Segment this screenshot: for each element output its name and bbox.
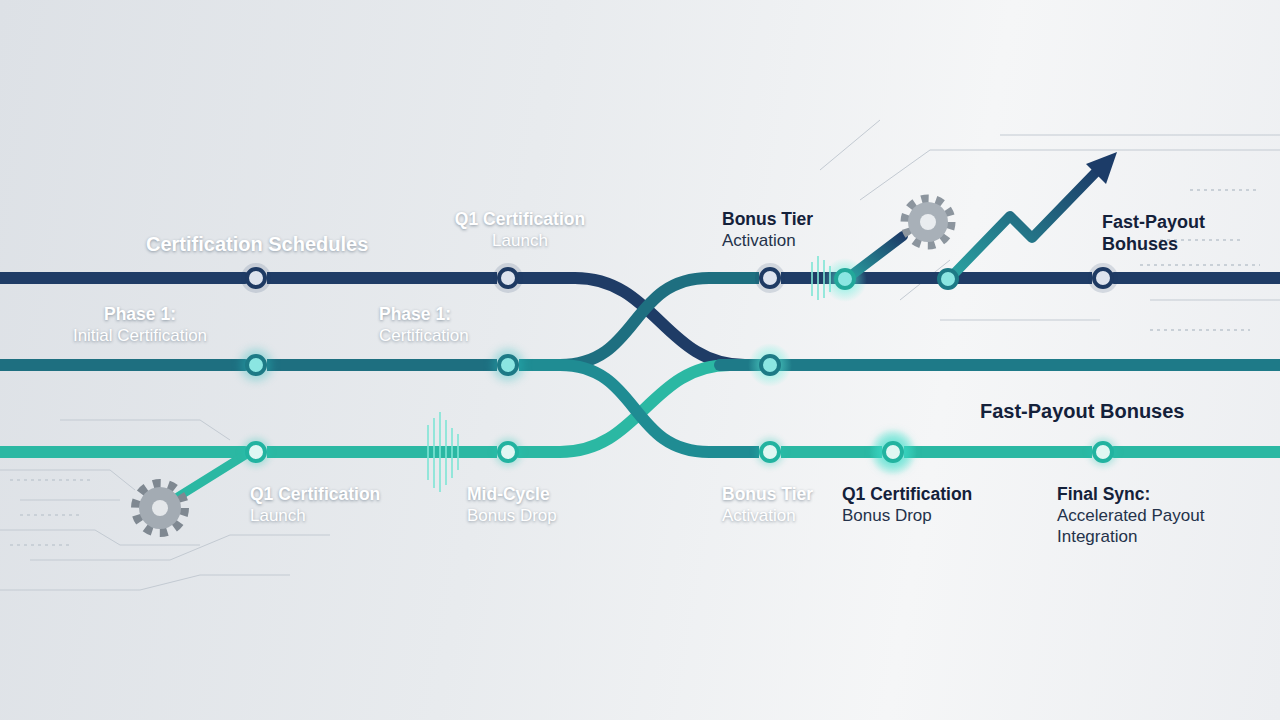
glitch-tick <box>428 412 458 492</box>
milestone-detail: Certification <box>379 325 539 346</box>
gear-teeth <box>136 484 184 532</box>
circuit-line <box>1000 135 1280 136</box>
track-line <box>1114 446 1280 458</box>
milestone-text: Fast-Payout Bohuses <box>1102 211 1214 255</box>
milestone-node: Bonus TierActivation <box>759 267 781 289</box>
milestone-node: Q1 CertificationLaunch <box>497 267 519 289</box>
milestone-detail: Activation <box>722 230 882 251</box>
gear-hole <box>920 214 936 230</box>
milestone-text: Bonus TierActivation <box>722 484 842 526</box>
milestone-node: Q1 CertificationLaunch <box>245 441 267 463</box>
milestone-node: Fast-Payout Bohuses <box>1092 267 1114 289</box>
milestone-dot <box>939 270 957 288</box>
circuit-line <box>0 470 135 490</box>
circuit-line <box>20 500 120 501</box>
circuit-line <box>1150 300 1280 301</box>
milestone-heading: Q1 Certification <box>842 484 1012 505</box>
milestone-text: Phase 1:Certification <box>379 304 539 346</box>
milestone-heading: Bonus Tier <box>722 484 842 505</box>
track-line <box>0 446 245 458</box>
circuit-dash <box>1190 189 1260 191</box>
track-connector <box>519 365 759 452</box>
circuit-line <box>60 420 230 440</box>
gear-icon <box>905 199 951 245</box>
milestone-heading: Mid-Cycle <box>467 484 607 505</box>
milestone-detail: Initial Certification <box>40 325 240 346</box>
circuit-lines <box>0 120 1280 590</box>
glitch-ticks <box>428 256 830 492</box>
track-line <box>1114 272 1280 284</box>
track-crossing <box>519 365 730 452</box>
circuit-line <box>0 575 290 590</box>
circuit-dash <box>1140 264 1260 266</box>
gear-teeth <box>905 199 951 245</box>
gear-body <box>908 202 948 242</box>
milestone-heading: Final Sync: <box>1057 484 1222 505</box>
gear-body <box>139 487 181 529</box>
track-connector <box>519 278 759 365</box>
track-connector <box>904 446 1092 458</box>
track-line <box>0 359 245 371</box>
track-line <box>720 359 1280 371</box>
milestone-heading: Bonus Tier <box>722 209 882 230</box>
track-connector <box>267 359 497 371</box>
track-label: Fast-Payout Bonuses <box>980 399 1184 423</box>
circuit-line <box>30 535 330 560</box>
milestone-detail: Launch <box>250 505 420 526</box>
milestone-text: Q1 CertificationBonus Drop <box>842 484 1012 526</box>
milestone-text: Final Sync:Accelerated Payout Integratio… <box>1057 484 1222 547</box>
trend-arrow-head <box>1086 152 1117 184</box>
milestone-heading: Phase 1: <box>379 304 539 325</box>
circuit-line <box>820 120 880 170</box>
milestone-text: Phase 1:Initial Certification <box>40 304 240 346</box>
circuit-line <box>0 530 200 545</box>
milestone-text: Mid-CycleBonus Drop <box>467 484 607 526</box>
track-connector <box>781 446 882 458</box>
milestone-heading: Q1 Certification <box>250 484 420 505</box>
milestone-node: Bonus TierActivation <box>759 441 781 463</box>
milestone-text: Q1 CertificationLaunch <box>250 484 420 526</box>
milestone-dot <box>761 356 779 374</box>
milestone-node: Mid-CycleBonus Drop <box>497 441 519 463</box>
track-line <box>0 272 245 284</box>
milestone-detail: Bonus Drop <box>467 505 607 526</box>
milestone-node: Phase 1:Initial Certification <box>245 354 267 376</box>
milestone-detail: Launch <box>420 230 620 251</box>
node-glow <box>869 428 917 476</box>
milestone-text: Certification Schedules <box>146 232 406 256</box>
circuit-line <box>940 320 1100 321</box>
trend-arrow <box>948 170 1098 280</box>
milestone-detail: Accelerated Payout Integration <box>1057 505 1222 547</box>
milestone-detail: Bonus Drop <box>842 505 1012 526</box>
milestone-text: Q1 CertificationLaunch <box>420 209 620 251</box>
circuit-dash <box>10 479 90 481</box>
node-glow <box>748 343 792 387</box>
milestone-heading: Fast-Payout Bohuses <box>1102 211 1214 255</box>
milestone-text: Bonus TierActivation <box>722 209 882 251</box>
milestone-heading: Q1 Certification <box>420 209 620 230</box>
milestone-dot <box>836 270 854 288</box>
gear-icon <box>136 484 184 532</box>
milestone-node: Final Sync:Accelerated Payout Integratio… <box>1092 441 1114 463</box>
circuit-dash <box>20 514 80 516</box>
gear-hole <box>152 500 168 516</box>
milestone-node: Phase 1:Certification <box>497 354 519 376</box>
milestone-heading: Phase 1: <box>40 304 240 325</box>
track-connector <box>267 446 497 458</box>
section-title: Certification Schedules <box>146 232 406 256</box>
milestone-node: Certification Schedules <box>245 267 267 289</box>
track-connector <box>267 272 497 284</box>
circuit-dash <box>1150 329 1250 331</box>
milestone-detail: Activation <box>722 505 842 526</box>
milestone-node: Q1 CertificationBonus Drop <box>882 441 904 463</box>
circuit-dash <box>10 544 70 546</box>
